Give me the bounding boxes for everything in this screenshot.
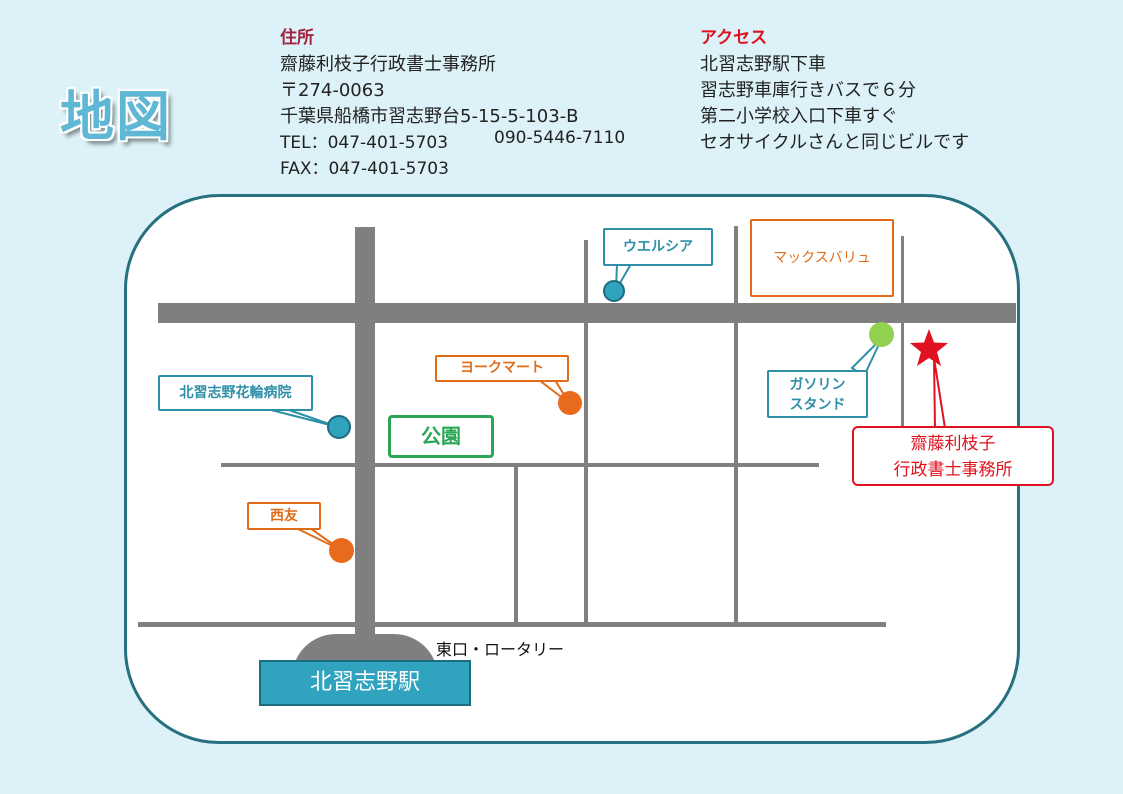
yorkmart-pin[interactable] <box>558 391 582 415</box>
gas-label-line1: ガソリン <box>789 377 846 393</box>
access-line: 北習志野駅下車 <box>700 54 826 75</box>
address-heading: 住所 <box>280 28 314 48</box>
mobile-number: 090-5446-7110 <box>494 128 626 148</box>
park-label: 公園 <box>388 415 494 458</box>
access-heading: アクセス <box>700 28 768 48</box>
main-road-vertical <box>355 227 375 640</box>
rotary-label: 東口・ロータリー <box>436 640 565 659</box>
station-label[interactable]: 北習志野駅 <box>259 660 471 706</box>
office-name: 齋藤利枝子行政書士事務所 <box>280 54 496 75</box>
gas-station-pin[interactable] <box>869 322 894 347</box>
office-label[interactable]: 齋藤利枝子 行政書士事務所 <box>852 426 1054 486</box>
page-title: 地図 <box>60 85 172 148</box>
road-street <box>584 240 588 627</box>
road-street <box>734 226 738 626</box>
road-street <box>901 236 904 303</box>
road-street <box>901 323 904 428</box>
hospital-pin[interactable] <box>327 415 351 439</box>
office-label-line2: 行政書士事務所 <box>893 460 1013 480</box>
road-bottom <box>138 622 886 627</box>
welcia-label: ウエルシア <box>603 228 713 266</box>
gas-label-line2: スタンド <box>789 397 846 413</box>
tel-number: TEL：047-401-5703 <box>280 133 449 153</box>
fax-number: FAX：047-401-5703 <box>280 159 449 179</box>
hospital-label: 北習志野花輪病院 <box>158 375 313 411</box>
gas-station-label: ガソリン スタンド <box>767 370 868 418</box>
welcia-pin[interactable] <box>603 280 625 302</box>
road-street <box>514 465 518 625</box>
access-line: 第二小学校入口下車すぐ <box>700 106 898 127</box>
seiyu-label: 西友 <box>247 502 321 530</box>
street-address: 千葉県船橋市習志野台5-15-5-103-B <box>280 106 579 127</box>
access-line: セオサイクルさんと同じビルです <box>700 132 970 153</box>
office-star-icon[interactable] <box>908 327 950 369</box>
office-label-line1: 齋藤利枝子 <box>910 434 996 454</box>
road-middle <box>221 463 819 467</box>
postal-code: 〒274-0063 <box>280 80 385 101</box>
access-line: 習志野車庫行きバスで６分 <box>700 80 916 101</box>
yorkmart-label: ヨークマート <box>435 355 569 382</box>
seiyu-pin[interactable] <box>329 538 354 563</box>
maxvalu-label: マックスバリュ <box>750 219 894 297</box>
